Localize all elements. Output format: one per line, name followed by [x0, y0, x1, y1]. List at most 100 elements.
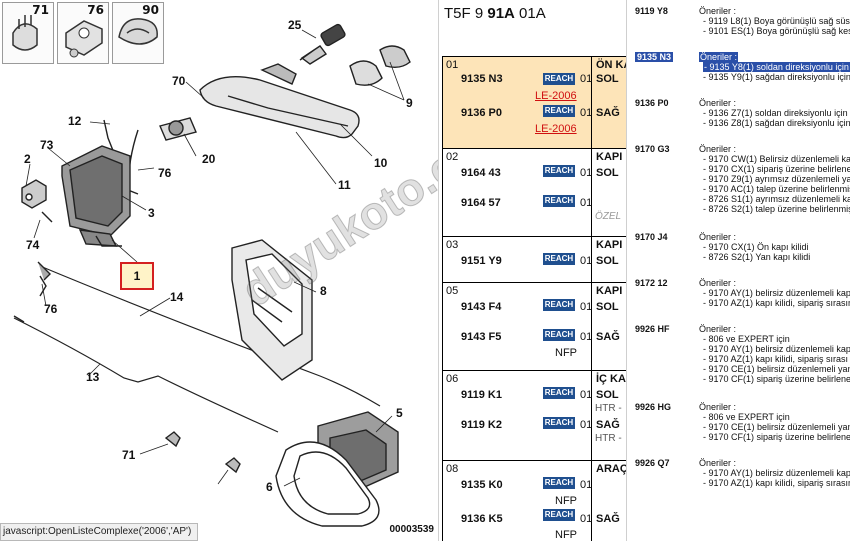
part-quantity: 01 [580, 107, 593, 119]
title-bold: 91A [487, 5, 515, 22]
callout-76-lower[interactable]: 76 [44, 302, 58, 316]
callout-5[interactable]: 5 [396, 406, 403, 420]
suggestion-code[interactable]: 9170 J4 [635, 232, 668, 242]
position-number: 02 [446, 151, 459, 163]
thumbnail-90[interactable]: 90 [112, 2, 164, 64]
suggestion-title: Öneriler : [699, 402, 737, 412]
suggestion-line[interactable]: - 9170 CF(1) sipariş üzerine belirlene [703, 432, 850, 442]
suggestion-line[interactable]: - 9170 AY(1) belirsiz düzenlemeli kapı [703, 344, 850, 354]
callout-71[interactable]: 71 [122, 448, 136, 462]
parts-group-01: 01 ÖN KA 9135 N3 REACH 01 SOL LE-2006 91… [442, 56, 626, 149]
suggestion-code[interactable]: 9172 12 [635, 278, 668, 288]
suggestion-code[interactable]: 9136 P0 [635, 98, 669, 108]
suggestion-line[interactable]: - 806 ve EXPERT için [703, 412, 790, 422]
clip-icon [12, 15, 38, 51]
part-note: ÖZEL [595, 211, 622, 222]
reach-badge: REACH [543, 73, 575, 85]
suggestion-line[interactable]: - 9170 AZ(1) kapı kilidi, sipariş sırası… [703, 478, 850, 488]
suggestion-line[interactable]: - 8726 S2(1) talep üzerine belirlenmiş [703, 204, 850, 214]
callout-12[interactable]: 12 [68, 114, 82, 128]
suggestion-line[interactable]: - 9170 CW(1) Belirsiz düzenlemeli kapı [703, 154, 850, 164]
reach-badge: REACH [543, 329, 575, 341]
callout-2[interactable]: 2 [24, 152, 31, 166]
callout-10[interactable]: 10 [374, 156, 388, 170]
suggestion-title: Öneriler : [699, 324, 737, 334]
part-side: SOL [596, 73, 619, 85]
thumbnail-71[interactable]: 71 [2, 2, 54, 64]
part-quantity: 01 [580, 479, 593, 491]
callout-25[interactable]: 25 [288, 18, 302, 32]
suggestion-line[interactable]: - 806 ve EXPERT için [703, 334, 790, 344]
suggestion-line[interactable]: - 9135 Y8(1) soldan direksiyonlu için [703, 62, 850, 72]
callout-6[interactable]: 6 [266, 480, 273, 494]
part-note[interactable]: LE-2006 [535, 123, 577, 135]
group-description: İÇ KA [596, 373, 626, 385]
suggestion-line[interactable]: - 8726 S1(1) ayrımsız düzenlemeli kap [703, 194, 850, 204]
suggestion-line[interactable]: - 9170 AY(1) belirsiz düzenlemeli kapı [703, 468, 850, 478]
callout-8[interactable]: 8 [320, 284, 327, 298]
part-quantity: 01 [580, 197, 593, 209]
suggestion-line[interactable]: - 9136 Z8(1) sağdan direksiyonlu için [703, 118, 850, 128]
suggestion-line[interactable]: - 9170 AC(1) talep üzerine belirlenmiş [703, 184, 850, 194]
part-reference[interactable]: 9151 Y9 [461, 255, 502, 267]
part-reference[interactable]: 9143 F5 [461, 331, 502, 343]
part-reference[interactable]: 9135 K0 [461, 479, 503, 491]
suggestion-line[interactable]: - 9170 CE(1) belirsiz düzenlemeli yan [703, 364, 850, 374]
part-reference[interactable]: 9119 K2 [461, 419, 502, 431]
parts-line-drawing [13, 23, 411, 527]
selected-part-callout[interactable]: 1 [120, 262, 154, 290]
thumbnail-label: 76 [87, 3, 104, 17]
group-description: KAPI [596, 285, 623, 297]
callout-14[interactable]: 14 [170, 290, 184, 304]
suggestion-line[interactable]: - 9170 AZ(1) kapı kilidi, sipariş sırası… [703, 298, 850, 308]
part-reference[interactable]: 9164 43 [461, 167, 501, 179]
suggestion-code[interactable]: 9926 Q7 [635, 458, 670, 468]
suggestion-line[interactable]: - 9170 AZ(1) kapı kilidi, sipariş sırası [703, 354, 849, 364]
callout-76-upper[interactable]: 76 [158, 166, 172, 180]
suggestion-line[interactable]: - 9135 Y9(1) sağdan direksiyonlu için [703, 72, 850, 82]
callout-13[interactable]: 13 [86, 370, 100, 384]
part-note[interactable]: LE-2006 [535, 90, 577, 102]
suggestion-line[interactable]: - 8726 S2(1) Yan kapı kilidi [703, 252, 811, 262]
title-suffix: 01A [514, 5, 546, 22]
suggestion-line[interactable]: - 9101 ES(1) Boya görünüşlü sağ kes [703, 26, 850, 36]
group-description: ÖN KA [596, 59, 626, 71]
callout-74[interactable]: 74 [26, 238, 40, 252]
suggestion-line[interactable]: - 9170 CE(1) belirsiz düzenlemeli yan [703, 422, 850, 432]
column-separator [591, 461, 592, 541]
part-quantity: 01 [580, 389, 593, 401]
suggestion-line[interactable]: - 9170 CX(1) Ön kapı kilidi [703, 242, 809, 252]
part-reference[interactable]: 9136 P0 [461, 107, 502, 119]
callout-3[interactable]: 3 [148, 206, 155, 220]
callout-11[interactable]: 11 [338, 178, 351, 192]
suggestion-line[interactable]: - 9119 L8(1) Boya görünüşlü sağ süs [703, 16, 850, 26]
suggestion-code[interactable]: 9926 HF [635, 324, 670, 334]
suggestion-line[interactable]: - 9170 Z9(1) ayrımsız düzenlemeli yan [703, 174, 850, 184]
suggestion-line[interactable]: - 9136 Z7(1) soldan direksiyonlu için [703, 108, 848, 118]
callout-20[interactable]: 20 [202, 152, 216, 166]
suggestion-code[interactable]: 9119 Y8 [635, 6, 668, 16]
suggestion-line[interactable]: - 9170 AY(1) belirsiz düzenlemeli kapı [703, 288, 850, 298]
thumbnail-76[interactable]: 76 [57, 2, 109, 64]
thumbnail-label: 71 [32, 3, 49, 17]
suggestion-code[interactable]: 9170 G3 [635, 144, 670, 154]
reach-badge: REACH [543, 105, 575, 117]
part-reference[interactable]: 9135 N3 [461, 73, 503, 85]
suggestion-title: Öneriler : [699, 144, 737, 154]
suggestion-code[interactable]: 9926 HG [635, 402, 672, 412]
callout-70[interactable]: 70 [172, 74, 186, 88]
part-reference[interactable]: 9164 57 [461, 197, 501, 209]
suggestion-line[interactable]: - 9170 CF(1) sipariş üzerine belirlene [703, 374, 850, 384]
column-separator [591, 57, 592, 149]
part-reference[interactable]: 9119 K1 [461, 389, 502, 401]
suggestion-line[interactable]: - 9170 CX(1) sipariş üzerine belirlenen [703, 164, 850, 174]
suggestion-code[interactable]: 9135 N3 [635, 52, 674, 62]
position-number: 06 [446, 373, 459, 385]
suggestions-panel: 9119 Y8 Öneriler : - 9119 L8(1) Boya gör… [626, 0, 850, 541]
part-note: NFP [555, 529, 577, 541]
callout-73[interactable]: 73 [40, 138, 54, 152]
part-reference[interactable]: 9143 F4 [461, 301, 502, 313]
part-side: SAĞ [596, 331, 620, 343]
part-reference[interactable]: 9136 K5 [461, 513, 503, 525]
callout-9[interactable]: 9 [406, 96, 413, 110]
